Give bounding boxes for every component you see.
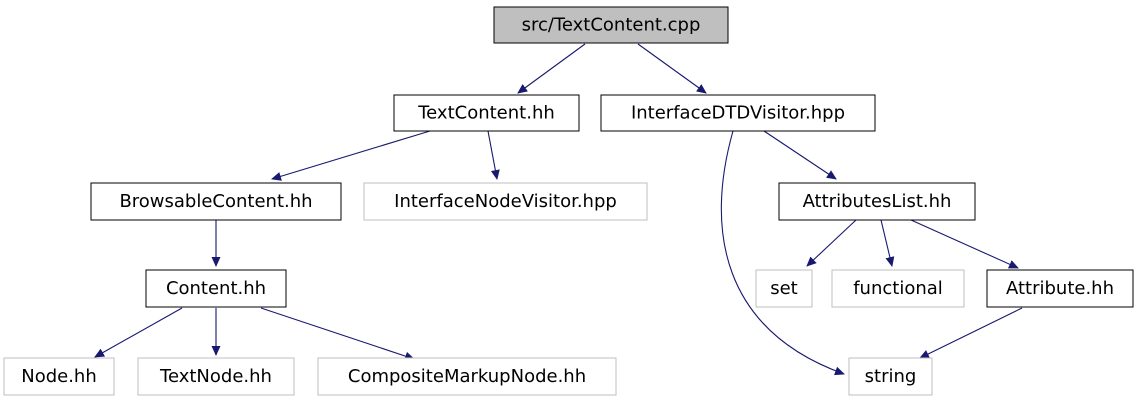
node-textnode-hh-label: TextNode.hh [159,366,272,387]
node-attribute-hh-label: Attribute.hh [1006,278,1114,299]
dependency-edges [94,43,1023,376]
node-node-hh-label: Node.hh [21,366,97,387]
edge-textcontent-to-interface-node-visitor [487,130,500,180]
node-root-label: src/TextContent.cpp [522,15,701,36]
edge-attributes-list-to-set [806,219,857,267]
node-attributes-list-label: AttributesList.hh [803,191,952,212]
node-set-label: set [770,278,798,299]
edge-root-to-interface-dtd-visitor [637,43,707,94]
dependency-nodes: src/TextContent.cpp TextContent.hh Inter… [3,6,1134,396]
node-root[interactable]: src/TextContent.cpp [493,6,729,44]
node-node-hh[interactable]: Node.hh [3,357,115,396]
node-attribute-hh[interactable]: Attribute.hh [986,269,1134,308]
node-composite-markup-node[interactable]: CompositeMarkupNode.hh [317,357,617,396]
edge-attributes-list-to-attribute [910,219,1019,269]
node-set[interactable]: set [755,269,813,308]
edge-attribute-to-string [919,307,1023,359]
node-interface-node-visitor[interactable]: InterfaceNodeVisitor.hpp [363,182,648,221]
node-textcontent-hh-label: TextContent.hh [417,103,555,124]
edge-content-to-node [94,307,183,358]
node-content-hh[interactable]: Content.hh [145,269,287,308]
node-browsable-content-label: BrowsableContent.hh [119,191,312,212]
edge-textcontent-to-browsable-content [271,130,431,181]
edge-interface-dtd-visitor-to-string [720,130,845,376]
edge-content-to-composite-markup-node [260,307,415,361]
node-functional[interactable]: functional [831,269,965,308]
node-interface-dtd-visitor[interactable]: InterfaceDTDVisitor.hpp [600,94,876,132]
edge-root-to-textcontent-hh [517,43,586,94]
node-attributes-list[interactable]: AttributesList.hh [778,182,976,221]
edge-attributes-list-to-functional [880,219,895,267]
edge-interface-dtd-visitor-to-attributes-list [763,130,837,180]
node-interface-dtd-visitor-label: InterfaceDTDVisitor.hpp [631,103,845,124]
node-functional-label: functional [853,278,943,299]
node-browsable-content[interactable]: BrowsableContent.hh [90,182,342,221]
node-composite-markup-node-label: CompositeMarkupNode.hh [348,366,586,387]
node-textcontent-hh[interactable]: TextContent.hh [393,94,580,132]
node-string-label: string [865,366,917,387]
node-content-hh-label: Content.hh [166,278,266,299]
node-interface-node-visitor-label: InterfaceNodeVisitor.hpp [394,191,617,212]
node-string[interactable]: string [848,357,933,396]
node-textnode-hh[interactable]: TextNode.hh [137,357,295,396]
